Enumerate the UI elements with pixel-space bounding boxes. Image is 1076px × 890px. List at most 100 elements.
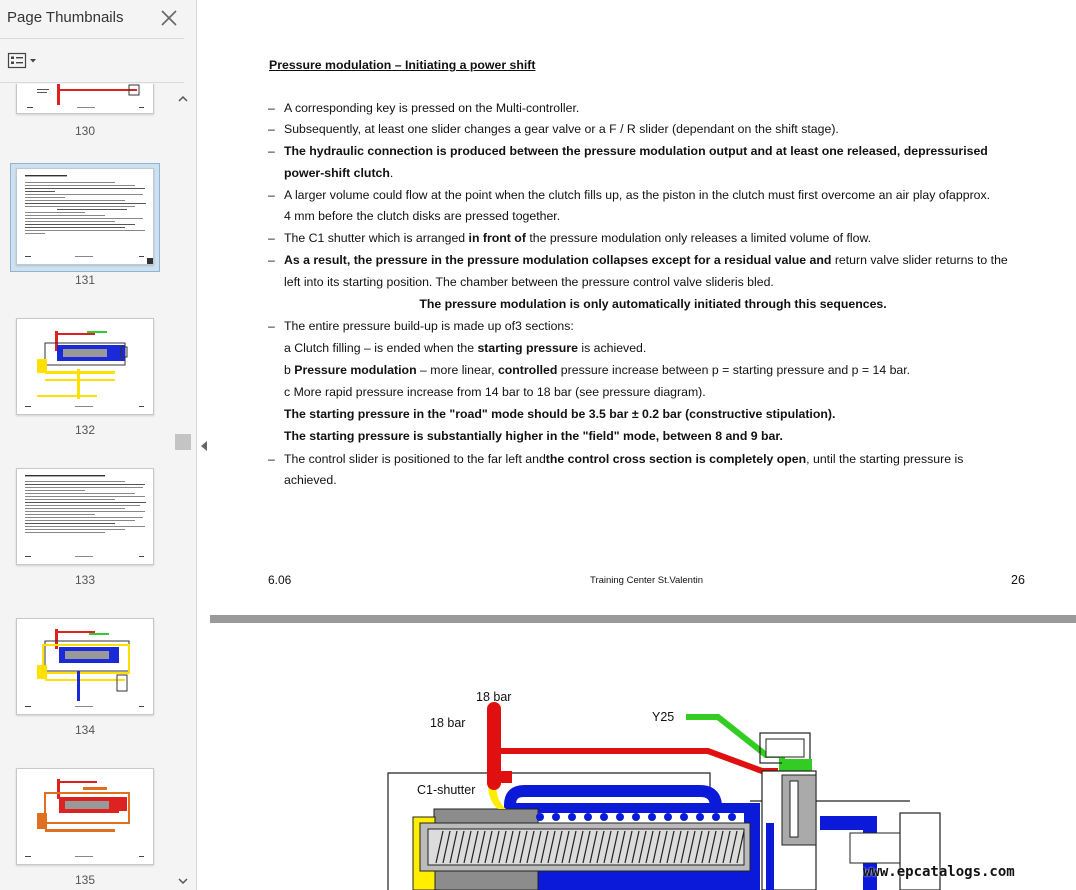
text-line: 4 mm before the clutch disks are pressed… [284,209,560,223]
text-segment: achieved. [284,473,337,487]
spring-coil [624,830,633,864]
spring-coil [477,830,486,864]
scrollbar-thumb[interactable] [175,434,191,450]
text-line: As a result, the pressure in the pressur… [284,253,1008,267]
spring-coil [652,830,661,864]
close-icon[interactable] [160,9,178,27]
spring-coil [582,830,591,864]
scroll-down-icon[interactable] [177,874,189,888]
spring-coil [568,830,577,864]
text-line: The pressure modulation is only automati… [210,297,1076,311]
page-thumbnail-134[interactable] [16,618,154,715]
blue-dot [536,813,544,821]
thumbnail-page-number: 135 [74,873,96,887]
spring-coil [596,830,605,864]
text-segment: The starting pressure in the "road" mode… [284,407,836,421]
bullet-dash: – [268,319,275,333]
thumbnail-scrollbar[interactable] [175,92,191,890]
spring-coil [589,830,598,864]
text-segment: The entire pressure build-up is made up … [284,319,574,333]
page-thumbnail-133[interactable] [16,468,154,565]
spring-coil [673,830,682,864]
panel-header: Page Thumbnails [0,0,197,38]
bullet-dash: – [268,144,275,158]
bullet-dash: – [268,101,275,115]
red-line-branch [494,748,778,774]
text-segment: The starting pressure is substantially h… [284,429,783,443]
text-line: achieved. [284,473,337,487]
blue-dot [632,813,640,821]
document-page: Pressure modulation – Initiating a power… [210,0,1076,615]
blue-dots [536,813,736,821]
y25-label: Y25 [652,710,674,724]
spring-coil [484,830,493,864]
spring-coil [526,830,535,864]
spring-coil [603,830,612,864]
pressure-label-left: 18 bar [430,716,465,730]
spring-coil [498,830,507,864]
blue-dot [568,813,576,821]
footer-center-text: Training Center St.Valentin [590,575,704,586]
scroll-up-icon[interactable] [177,92,189,106]
divider [0,38,184,39]
text-line: left into its starting position. The cha… [284,275,774,289]
spring-coil [701,830,710,864]
text-segment: c More rapid pressure increase from 14 b… [284,385,706,399]
blue-dot [616,813,624,821]
text-segment: pressure increase between p = starting p… [557,363,911,377]
spring-coil [694,830,703,864]
text-segment: left into its starting position. The cha… [284,275,774,289]
text-segment: The pressure modulation is only automati… [419,297,887,311]
spring-coil [729,830,738,864]
text-segment: Pressure modulation [294,363,417,377]
text-segment: return valve slider returns to the [831,253,1008,267]
valve-spring [435,830,745,864]
bullet-dash: – [268,253,275,267]
text-line: a Clutch filling – is ended when the sta… [284,341,646,355]
text-segment: A larger volume could flow at the point … [284,188,991,202]
spring-coil [449,830,458,864]
blue-channel [504,785,722,890]
collapse-panel-icon[interactable] [199,438,209,454]
spring-coil [463,830,472,864]
page-thumbnail-135[interactable] [16,768,154,865]
footer-page-number: 26 [1011,573,1025,587]
text-segment: The hydraulic connection is produced bet… [284,144,988,158]
spring-coil [736,830,745,864]
text-line: Subsequently, at least one slider change… [284,122,839,136]
page-thumbnail-132[interactable] [16,318,154,415]
spring-coil [631,830,640,864]
thumbnail-options-icon[interactable] [7,51,39,71]
hydraulic-diagram: 18 bar 18 bar Y25 C1-shutter [387,690,941,890]
spring-coil [533,830,542,864]
text-segment: – more linear, [416,363,498,377]
blue-dot [552,813,560,821]
text-segment: Subsequently, at least one slider change… [284,122,839,136]
c1-shutter-label: C1-shutter [417,783,475,797]
blue-dot [584,813,592,821]
text-segment: is achieved. [577,341,647,355]
blue-dot [696,813,704,821]
text-segment: The C1 shutter which is arranged [284,231,469,245]
text-line: power-shift clutch. [284,166,393,180]
text-segment: power-shift clutch [284,166,390,180]
thumbnail-list: 130 [0,84,172,890]
document-view[interactable]: Pressure modulation – Initiating a power… [210,0,1076,890]
spring-coil [442,830,451,864]
spring-coil [561,830,570,864]
spring-coil [540,830,549,864]
spring-coil [659,830,668,864]
page-thumbnail-131[interactable] [16,168,154,265]
text-segment: As a result, the pressure in the pressur… [284,253,832,267]
text-segment: , until the starting pressure is [806,452,964,466]
thumbnail-page-number: 134 [74,723,96,737]
text-segment: a Clutch filling – is ended when the [284,341,478,355]
bullet-dash: – [268,452,275,466]
bullet-dash: – [268,231,275,245]
thumbnail-page-number: 133 [74,573,96,587]
page-thumbnail-130[interactable] [16,84,154,114]
text-segment: A corresponding key is pressed on the Mu… [284,101,580,115]
text-line: The entire pressure build-up is made up … [284,319,574,333]
text-line: A larger volume could flow at the point … [284,188,990,202]
blue-dot [600,813,608,821]
